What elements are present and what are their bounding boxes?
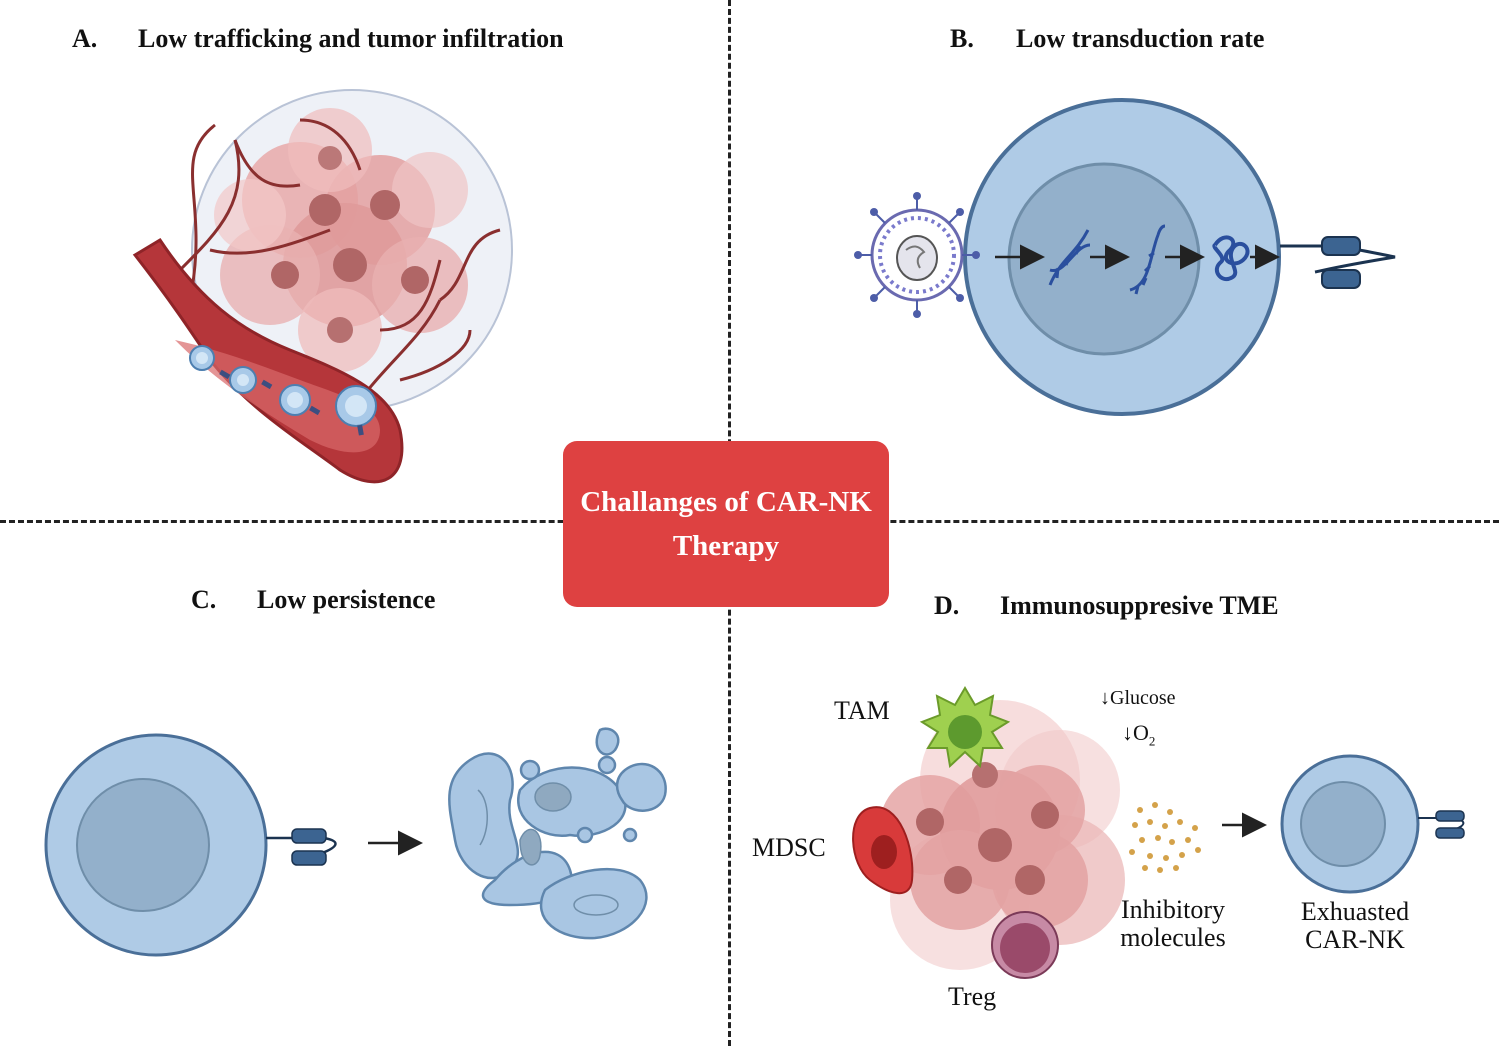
- center-title-line1: Challanges of CAR-NK: [580, 486, 872, 518]
- inhibitory-molecules-dots: [1129, 802, 1201, 873]
- oxygen-label-text: ↓O: [1122, 720, 1149, 745]
- panel-a-illustration: [132, 89, 513, 484]
- treg-label: Treg: [948, 982, 997, 1011]
- center-title-box: Challanges of CAR-NK Therapy: [563, 441, 889, 607]
- exhausted-car-nk-label: Exhuasted CAR-NK: [1285, 898, 1425, 954]
- inhibitory-label-line1: Inhibitory: [1121, 895, 1225, 924]
- panel-d-title: D. Immunosuppresive TME: [934, 591, 1279, 621]
- panel-d-illustration: [852, 686, 1465, 979]
- inhibitory-molecules-label: Inhibitory molecules: [1112, 896, 1234, 952]
- apoptotic-cell-fragments: [448, 727, 667, 940]
- panel-c-title: C. Low persistence: [191, 585, 435, 615]
- glucose-label: ↓Glucose: [1100, 687, 1176, 709]
- panel-b-illustration: [854, 98, 1396, 416]
- oxygen-label-subscript: 2: [1148, 733, 1156, 749]
- panel-c-title-text: Low persistence: [257, 585, 436, 614]
- dna-icon: [1048, 229, 1091, 286]
- rna-icon: [1129, 224, 1166, 295]
- tumor-vasculature: [178, 118, 501, 401]
- mdsc-cell: [852, 806, 914, 895]
- car-nk-nucleus: [76, 778, 210, 912]
- mdsc-label: MDSC: [752, 833, 826, 862]
- treg-cell: [991, 911, 1059, 979]
- panel-d-letter: D.: [934, 591, 960, 620]
- panel-c-letter: C.: [191, 585, 217, 614]
- exhausted-label-line1: Exhuasted: [1300, 897, 1410, 926]
- panel-a-title: A. Low trafficking and tumor infiltration: [72, 24, 564, 54]
- exhausted-car-nk-cell: [1280, 754, 1465, 894]
- exhausted-label-line2: CAR-NK: [1305, 925, 1405, 954]
- panel-a-letter: A.: [72, 24, 98, 53]
- lentivirus-particle: [854, 192, 980, 318]
- panel-c-illustration: [44, 727, 667, 957]
- inhibitory-label-line2: molecules: [1120, 923, 1226, 952]
- center-title-line2: Therapy: [672, 530, 780, 562]
- tam-cell: [919, 686, 1011, 769]
- nk-cells-in-vessel: [189, 345, 377, 436]
- panel-b-title: B. Low transduction rate: [950, 24, 1264, 54]
- car-receptor-b: [1280, 236, 1396, 289]
- apoptotic-organelles: [477, 782, 619, 916]
- car-receptor-c: [266, 828, 337, 866]
- panel-d-title-text: Immunosuppresive TME: [1000, 591, 1279, 620]
- nk-cell-nucleus: [1007, 162, 1201, 356]
- panel-a-title-text: Low trafficking and tumor infiltration: [138, 24, 564, 53]
- oxygen-label: ↓O2: [1122, 720, 1155, 749]
- panel-b-title-text: Low transduction rate: [1016, 24, 1265, 53]
- tam-label: TAM: [834, 696, 890, 725]
- protein-icon: [1212, 235, 1250, 282]
- panel-b-letter: B.: [950, 24, 974, 53]
